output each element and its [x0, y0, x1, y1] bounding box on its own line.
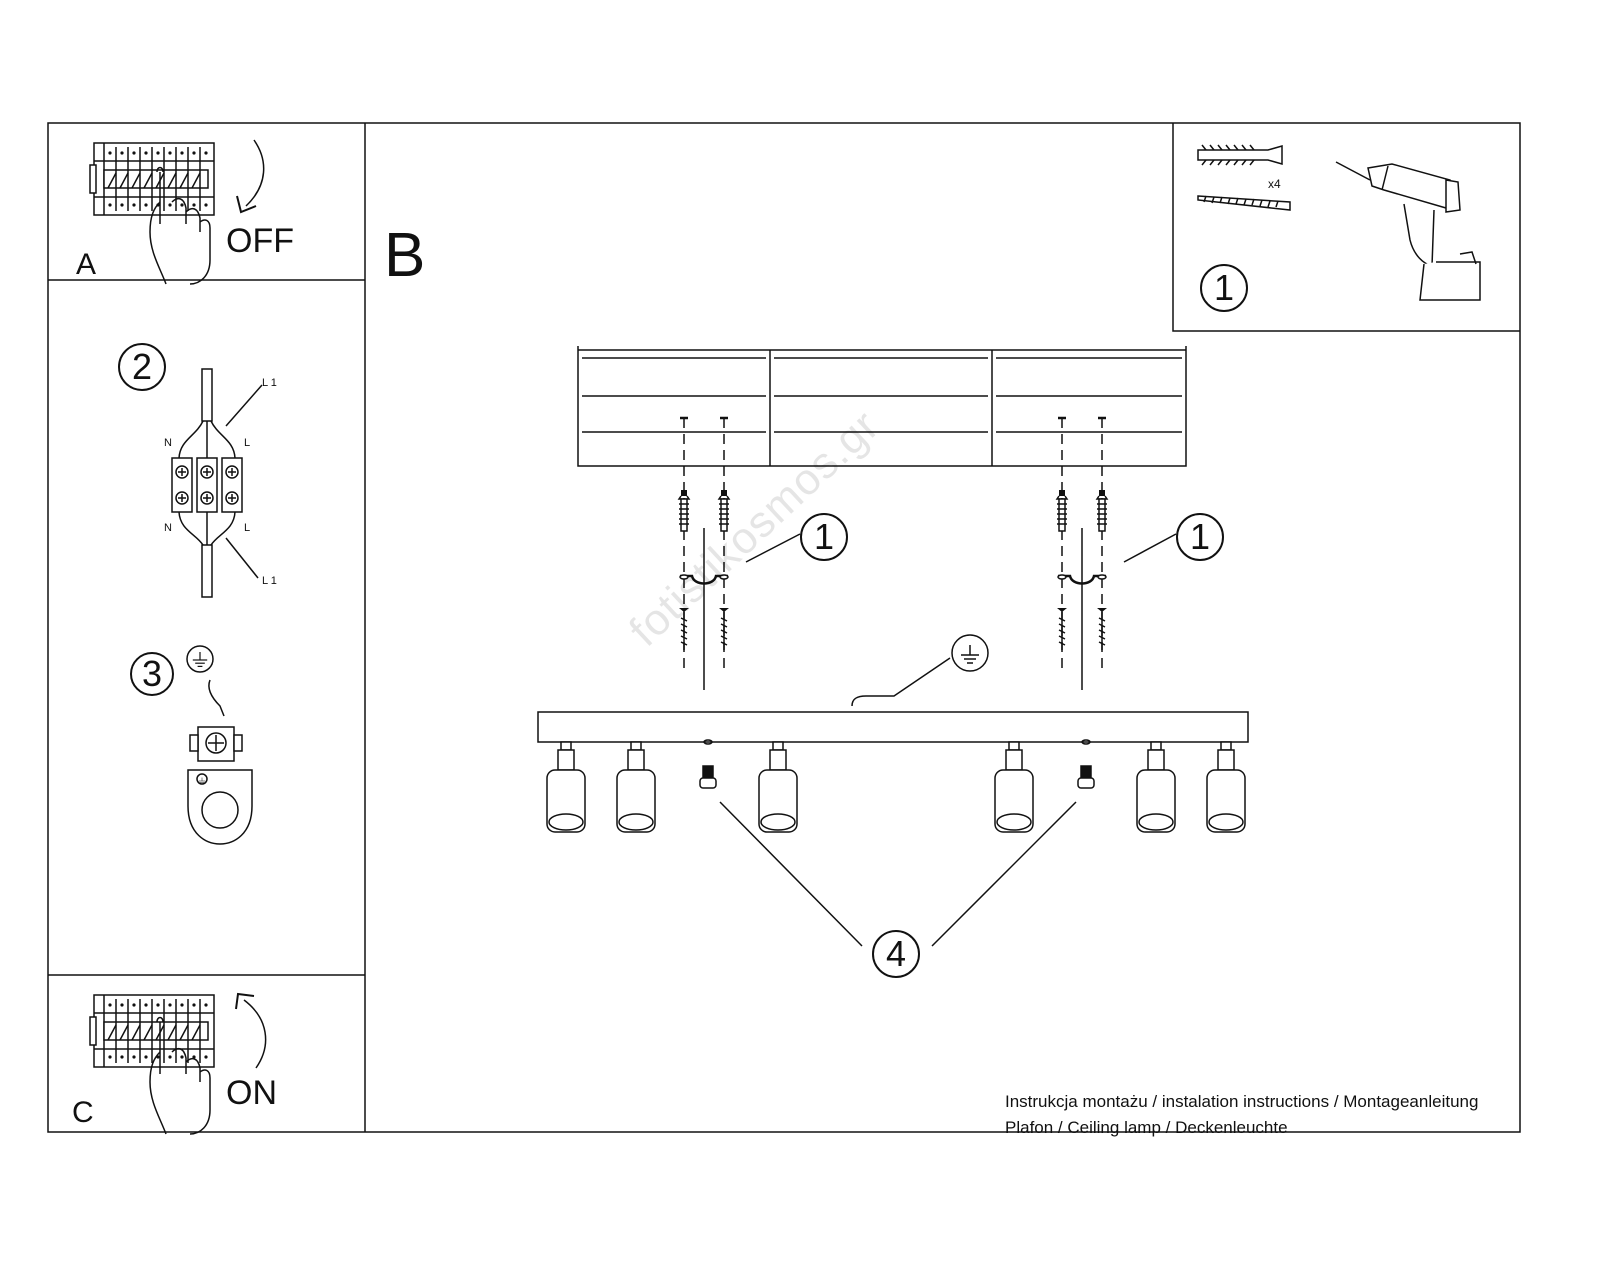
- step-number-tools: 1: [1200, 264, 1248, 312]
- spotlight: [1206, 741, 1246, 833]
- ground-terminal-diagram: [186, 645, 253, 845]
- step-number-wiring: 2: [118, 343, 166, 391]
- on-label: ON: [226, 1074, 277, 1112]
- lamp-body: [537, 711, 1249, 743]
- leader-line: [1123, 533, 1177, 563]
- wall-plug: [678, 489, 690, 532]
- curved-arrow-icon: [235, 992, 267, 1069]
- step-number-mounting-left: 1: [800, 513, 848, 561]
- step-number-fixing: 4: [872, 930, 920, 978]
- wire-label-live: L: [244, 437, 251, 449]
- breaker-panel-icon: [89, 994, 215, 1068]
- spotlight: [994, 741, 1034, 833]
- leader-line: [931, 801, 1077, 947]
- ground-wire: [851, 657, 951, 707]
- panel-c-letter: C: [72, 1096, 94, 1129]
- screw: [1056, 607, 1068, 651]
- quantity-label: x4: [1268, 177, 1281, 191]
- off-label: OFF: [226, 222, 294, 260]
- spotlight: [1136, 741, 1176, 833]
- spotlight: [616, 741, 656, 833]
- panel-a-letter: A: [76, 248, 97, 281]
- breaker-panel-icon: [89, 142, 215, 216]
- step-number-ground: 3: [130, 652, 174, 696]
- wiring-connector-diagram: [171, 368, 263, 598]
- anchor-and-screw-icon: [1197, 144, 1291, 211]
- wall-plug: [1096, 489, 1108, 532]
- wire-label-live: L: [244, 522, 251, 534]
- wire-label-neutral: N: [164, 437, 172, 449]
- fixing-nut: [1077, 739, 1095, 789]
- screw: [1096, 607, 1108, 651]
- ground-symbol-icon: [951, 634, 989, 672]
- leader-line: [745, 533, 801, 563]
- spotlight: [546, 741, 586, 833]
- drill-icon: [1335, 161, 1481, 301]
- outer-frame: [47, 122, 1521, 1133]
- tools-panel-border: [1172, 123, 1520, 332]
- footer-product-type: Plafon / Ceiling lamp / Deckenleuchte: [1005, 1118, 1288, 1137]
- screw: [718, 607, 730, 651]
- wire-label-live-top: L 1: [262, 377, 277, 389]
- spotlight: [758, 741, 798, 833]
- step-number-mounting-right: 1: [1176, 513, 1224, 561]
- footer-instructions-title: Instrukcja montażu / instalation instruc…: [1005, 1092, 1479, 1111]
- leader-line: [719, 801, 863, 947]
- panel-b-letter: B: [384, 221, 426, 290]
- wire-label-live-bottom: L 1: [262, 575, 277, 587]
- mounting-bracket: [679, 528, 729, 690]
- wire-label-neutral: N: [164, 522, 172, 534]
- ground-symbol-icon: [186, 645, 214, 673]
- wall-plug: [1056, 489, 1068, 532]
- ceiling: [577, 346, 1187, 467]
- mounting-bracket: [1057, 528, 1107, 690]
- curved-arrow-icon: [236, 139, 265, 214]
- fixing-nut: [699, 739, 717, 789]
